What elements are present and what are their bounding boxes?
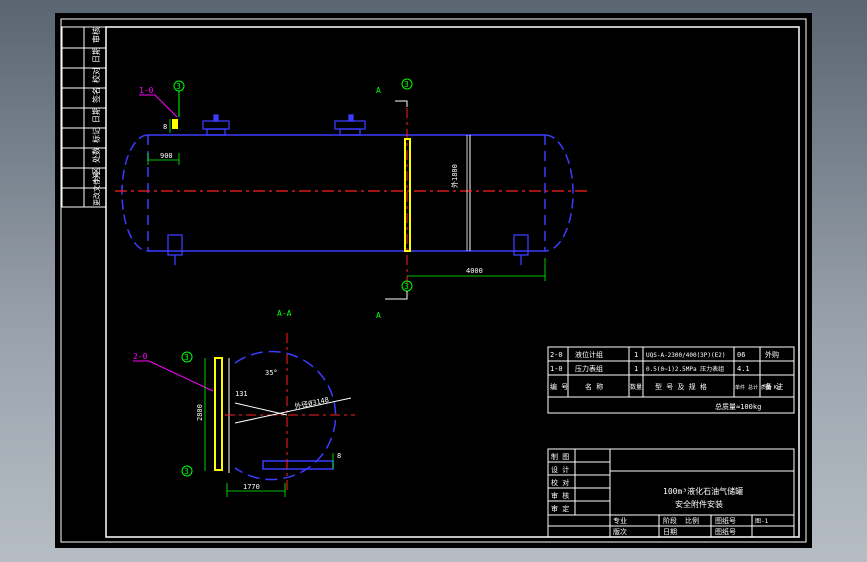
cell: 06 — [737, 351, 745, 359]
cell: 液位计组 — [575, 350, 603, 359]
cell: 4.1 — [737, 365, 750, 373]
drawing-title-2: 安全附件安装 — [675, 499, 723, 509]
cell: 压力表组 — [575, 364, 603, 373]
dim-vertical: 外1800 — [450, 164, 459, 188]
sheet-no: 图-1 — [755, 518, 769, 525]
callout-label: 3 — [184, 353, 189, 362]
header: 数量 — [630, 383, 642, 391]
callout-label: 3 — [404, 80, 409, 89]
section-dimensions — [204, 358, 334, 497]
cell: 0.5(0~1)2.5MPa 压力表组 — [646, 365, 724, 373]
role: 审 核 — [551, 491, 569, 500]
footer: 专业 — [613, 516, 627, 525]
cell: 1-0 — [550, 365, 563, 373]
role: 设 计 — [551, 465, 569, 474]
footer: 图纸号 — [715, 516, 736, 525]
rev-label: 日期 — [92, 107, 101, 123]
part-tag-1-0: 1-0 — [139, 86, 154, 95]
rev-label: 更改文件号 — [92, 171, 101, 206]
header: 名 称 — [585, 382, 603, 391]
rev-label: 签名 — [91, 87, 101, 103]
cell: 2-0 — [550, 351, 563, 359]
callouts-elevation — [173, 78, 413, 292]
footer: 图纸号 — [715, 527, 736, 536]
cad-drawing: 审核 日期 校对 签名 日期 标记 处数 分区 更改文件号 — [60, 18, 807, 543]
cell: 1 — [634, 365, 638, 373]
section-mark-bottom: A — [376, 311, 381, 320]
dim-8: 8 — [163, 123, 167, 131]
radius-label: 外径Ø3148 — [294, 395, 330, 411]
parts-table — [547, 346, 795, 414]
callout-label: 3 — [404, 282, 409, 291]
drawing-sheet: 审核 日期 校对 签名 日期 标记 处数 分区 更改文件号 — [55, 13, 812, 548]
section-title: A-A — [277, 309, 292, 318]
parts-table-text: 2-0 液位计组 1 UQS-A-2300/400(3P)(E2) 06 外购 … — [550, 350, 783, 411]
title-block — [547, 448, 795, 538]
level-gauge — [404, 138, 411, 252]
dim-8-section: 8 — [337, 452, 341, 460]
role: 审 定 — [551, 504, 569, 513]
dim-4000: 4000 — [466, 267, 483, 275]
callout-label: 3 — [176, 82, 181, 91]
outer-frame — [60, 18, 807, 543]
vessel-elevation — [121, 134, 574, 252]
inner-frame — [105, 26, 800, 538]
saddle-supports — [167, 234, 529, 265]
footer: 比例 — [685, 516, 699, 525]
rev-label: 日期 — [92, 47, 101, 63]
dim-900: 900 — [160, 152, 173, 160]
footer: 阶段 — [663, 516, 677, 525]
cell: UQS-A-2300/400(3P)(E2) — [646, 352, 725, 359]
rev-label: 审核 — [91, 27, 101, 43]
part-tag-2-0: 2-0 — [133, 352, 148, 361]
callouts-section — [181, 351, 193, 477]
revision-strip — [61, 26, 107, 208]
rev-label: 校对 — [91, 67, 101, 83]
header: 单件 总计 质量 Kg — [735, 384, 780, 391]
header: 型 号 及 规 格 — [655, 382, 707, 391]
rev-label: 标记 — [91, 127, 101, 143]
callout-label: 3 — [184, 467, 189, 476]
role: 校 对 — [551, 478, 569, 487]
header: 备 注 — [765, 382, 783, 391]
dimension-lines — [147, 119, 546, 281]
role: 制 图 — [551, 452, 569, 461]
section-level-gauge — [214, 357, 223, 471]
dim-1770: 1770 — [243, 483, 260, 491]
drawing-title-1: 100m³液化石油气储罐 — [663, 486, 743, 496]
title-block-text: 制 图 设 计 校 对 审 核 审 定 100m³液化石油气储罐 安全附件安装 … — [551, 452, 769, 536]
pressure-gauge-mark — [172, 119, 178, 129]
total-mass: 总质量≈100kg — [715, 402, 761, 411]
footer: 版次 — [613, 527, 627, 536]
footer: 日期 — [663, 528, 677, 536]
dim-2800: 2800 — [196, 404, 204, 421]
rev-label: 处数 — [91, 147, 101, 163]
section-mark-top: A — [376, 86, 381, 95]
cell: 外购 — [765, 350, 779, 359]
angle-label: 35° — [265, 369, 278, 377]
header: 编 号 — [550, 382, 568, 391]
radius-line — [234, 397, 352, 424]
rev-label: 分区 — [92, 167, 101, 183]
nozzle-flanges — [202, 114, 366, 136]
cell: 1 — [634, 351, 638, 359]
dim-131: 131 — [235, 390, 248, 398]
